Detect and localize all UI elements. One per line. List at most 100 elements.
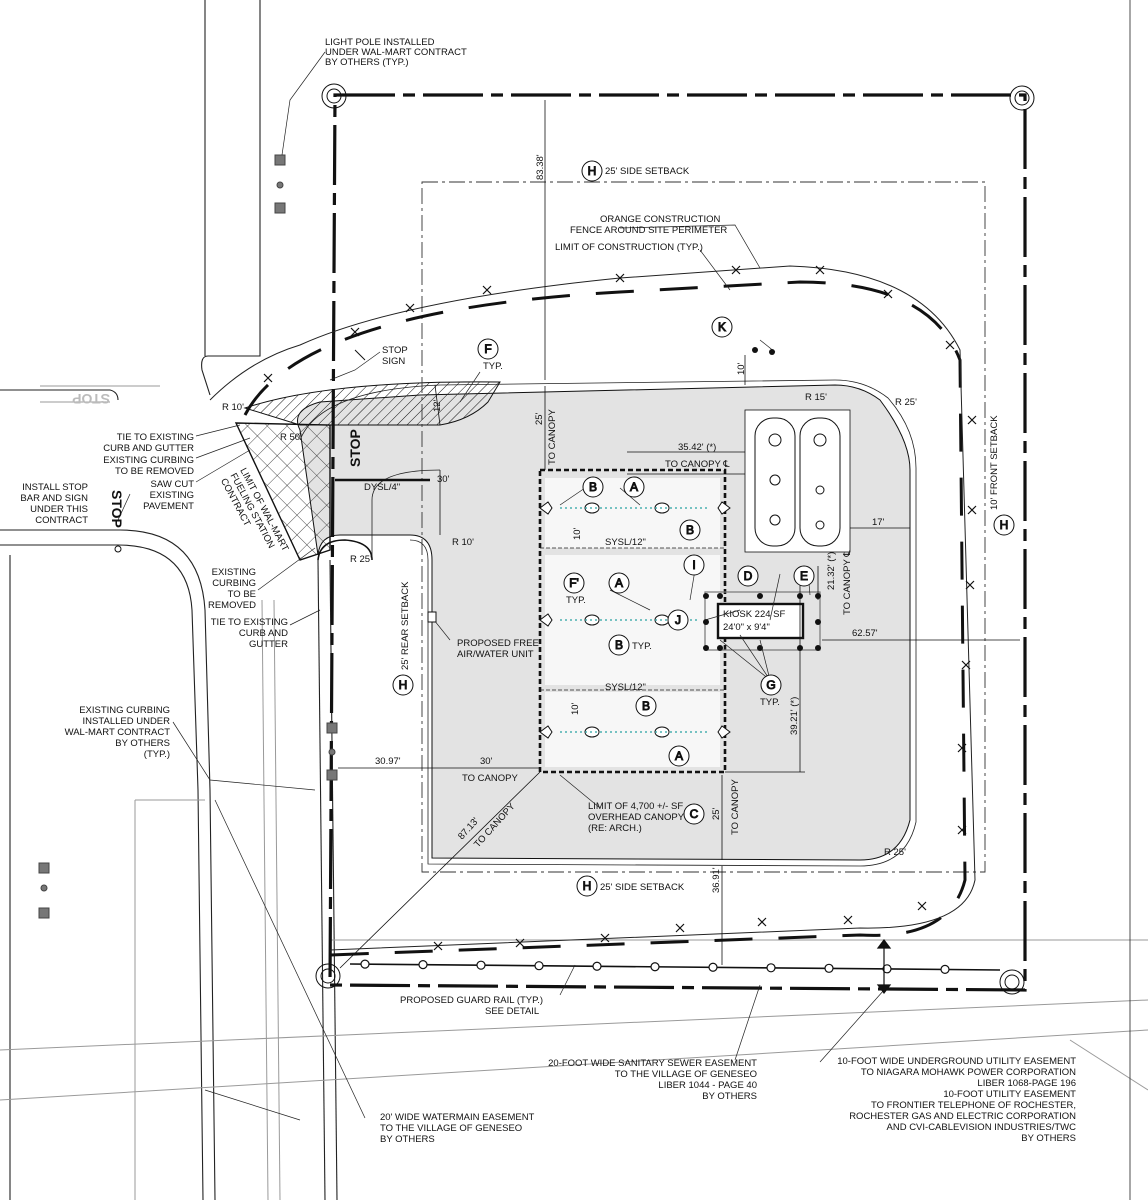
note-utility-8: BY OTHERS xyxy=(1021,1133,1076,1144)
note-existing-curbing2-1: EXISTING xyxy=(212,567,256,578)
bubble-a-2: A xyxy=(615,576,623,590)
guard-rail-post xyxy=(708,962,718,972)
dim-r10-b: R 10' xyxy=(452,537,474,548)
fence-x-mark xyxy=(405,303,415,313)
fence-x-mark xyxy=(945,340,955,350)
guard-rail-post xyxy=(476,960,486,970)
fence-x-mark xyxy=(433,941,443,951)
note-existing-curbing-1: EXISTING CURBING xyxy=(103,455,194,466)
front-setback: 10' FRONT SETBACK xyxy=(989,415,1000,510)
dim-r50: R 50' xyxy=(280,432,302,443)
stop-marking-2: STOP xyxy=(109,490,125,528)
guard-rail-post xyxy=(766,963,776,973)
note-utility-6: ROCHESTER GAS AND ELECTRIC CORPORATION xyxy=(849,1111,1076,1122)
fence-x-mark xyxy=(883,289,893,299)
side-setback-top: 25' SIDE SETBACK xyxy=(605,166,690,177)
air-water-unit xyxy=(427,611,437,623)
guard-rail-post xyxy=(534,961,544,971)
note-stop-bar-2: BAR AND SIGN xyxy=(20,493,88,504)
note-light-pole-3: BY OTHERS (TYP.) xyxy=(325,57,409,68)
fence-x-mark xyxy=(600,933,610,943)
note-watermain-2: TO THE VILLAGE OF GENESEO xyxy=(380,1123,522,1134)
note-tie-curb-2: CURB AND GUTTER xyxy=(103,443,194,454)
dim-25-bottom: 25' xyxy=(711,807,722,820)
guard-rail-post xyxy=(940,964,950,974)
bubble-k: K xyxy=(718,320,726,334)
dim-21: 21.32' (*) xyxy=(826,552,837,590)
note-existing-curbing2-2: CURBING xyxy=(212,578,256,589)
note-sewer-2: TO THE VILLAGE OF GENESEO xyxy=(615,1069,757,1080)
notes: LIGHT POLE INSTALLED UNDER WAL-MART CONT… xyxy=(20,37,1076,1145)
note-tie-curb2-1: TIE TO EXISTING xyxy=(211,617,288,628)
property-monuments xyxy=(315,83,1035,995)
fence-x-mark xyxy=(263,373,273,383)
dim-r25-a: R 25' xyxy=(895,397,917,408)
note-sewer-4: BY OTHERS xyxy=(702,1091,757,1102)
fence-x-mark xyxy=(957,743,967,753)
note-walmart-curb-1: EXISTING CURBING xyxy=(79,705,170,716)
note-walmart-curb-5: (TYP.) xyxy=(144,749,170,760)
typ-annotations: TYP. TYP. TYP. xyxy=(566,595,780,708)
side-setback-bottom: 25' SIDE SETBACK xyxy=(600,882,685,893)
bubble-h-top: H xyxy=(588,164,597,178)
note-stop-sign-2: SIGN xyxy=(382,356,405,367)
note-saw-cut-3: PAVEMENT xyxy=(143,501,194,512)
dim-r10-a: R 10' xyxy=(222,402,244,413)
note-existing-curbing2-4: REMOVED xyxy=(208,600,256,611)
fence-x-mark xyxy=(515,938,525,948)
note-existing-curbing-2: TO BE REMOVED xyxy=(115,466,194,477)
dim-r15: R 15' xyxy=(805,392,827,403)
key-bubbles: H H H H F K B A B I F' A J B D E G B A C xyxy=(392,160,1015,897)
stop-marking-faded: STOP xyxy=(72,391,110,407)
dim-10-kiosk: 10' xyxy=(572,527,583,540)
fence-x-mark xyxy=(967,415,977,425)
fence-x-mark xyxy=(757,917,767,927)
dim-39: 39.21' (*) xyxy=(789,697,800,735)
note-tie-curb2-2: CURB AND xyxy=(239,628,288,639)
fence-x-mark xyxy=(843,915,853,925)
fence-x-mark xyxy=(350,327,360,337)
guard-rail xyxy=(349,959,1001,974)
bubble-h-left: H xyxy=(399,678,408,692)
note-saw-cut-2: EXISTING xyxy=(150,490,194,501)
guard-rail-post xyxy=(824,963,834,973)
dim-17: 17' xyxy=(872,517,885,528)
bubble-d: D xyxy=(744,569,753,583)
note-sewer-1: 20-FOOT WIDE SANITARY SEWER EASEMENT xyxy=(548,1058,757,1069)
dim-35: 35.42' (*) xyxy=(678,442,716,453)
note-sewer-3: LIBER 1044 - PAGE 40 xyxy=(658,1080,757,1091)
removed-pavement-hatch xyxy=(243,381,501,426)
note-tie-curb2-3: GUTTER xyxy=(249,639,288,650)
bubble-b-4: B xyxy=(642,699,650,713)
fence-x-mark xyxy=(482,285,492,295)
dysl-label: DYSL/4" xyxy=(364,482,400,493)
kiosk-label-2: 24'0" x 9'4" xyxy=(723,622,770,633)
note-utility-5: TO FRONTIER TELEPHONE OF ROCHESTER, xyxy=(871,1100,1076,1111)
construction-fence xyxy=(209,265,977,951)
note-orange-fence-1: ORANGE CONSTRUCTION xyxy=(600,214,720,225)
note-utility-2: TO NIAGARA MOHAWK POWER CORPORATION xyxy=(861,1067,1076,1078)
guard-rail-post xyxy=(418,960,428,970)
dim-30-canopy: 30' xyxy=(480,756,493,767)
note-utility-1: 10-FOOT WIDE UNDERGROUND UTILITY EASEMEN… xyxy=(837,1056,1076,1067)
note-air-water-2: AIR/WATER UNIT xyxy=(457,649,534,660)
note-utility-4: 10-FOOT UTILITY EASEMENT xyxy=(943,1089,1076,1100)
typ-f-prime: TYP. xyxy=(566,595,586,606)
fence-x-mark xyxy=(675,923,685,933)
dim-25-top: 25' xyxy=(534,412,545,425)
note-light-pole-2: UNDER WAL-MART CONTRACT xyxy=(325,47,467,58)
bubble-a-1: A xyxy=(630,480,638,494)
sysl-label-2: SYSL/12" xyxy=(605,682,646,693)
note-limit-construction: LIMIT OF CONSTRUCTION (TYP.) xyxy=(555,242,703,253)
note-canopy-3: (RE: ARCH.) xyxy=(588,823,642,834)
utility-markers xyxy=(876,939,892,994)
bubble-h-bottom: H xyxy=(583,879,592,893)
fence-x-mark xyxy=(731,265,741,275)
note-tie-curb-1: TIE TO EXISTING xyxy=(117,432,194,443)
bubble-i: I xyxy=(692,558,695,572)
rear-setback: 25' REAR SETBACK xyxy=(400,581,411,670)
k-pole-dots xyxy=(752,347,775,355)
dim-10-top: 10' xyxy=(736,362,747,375)
